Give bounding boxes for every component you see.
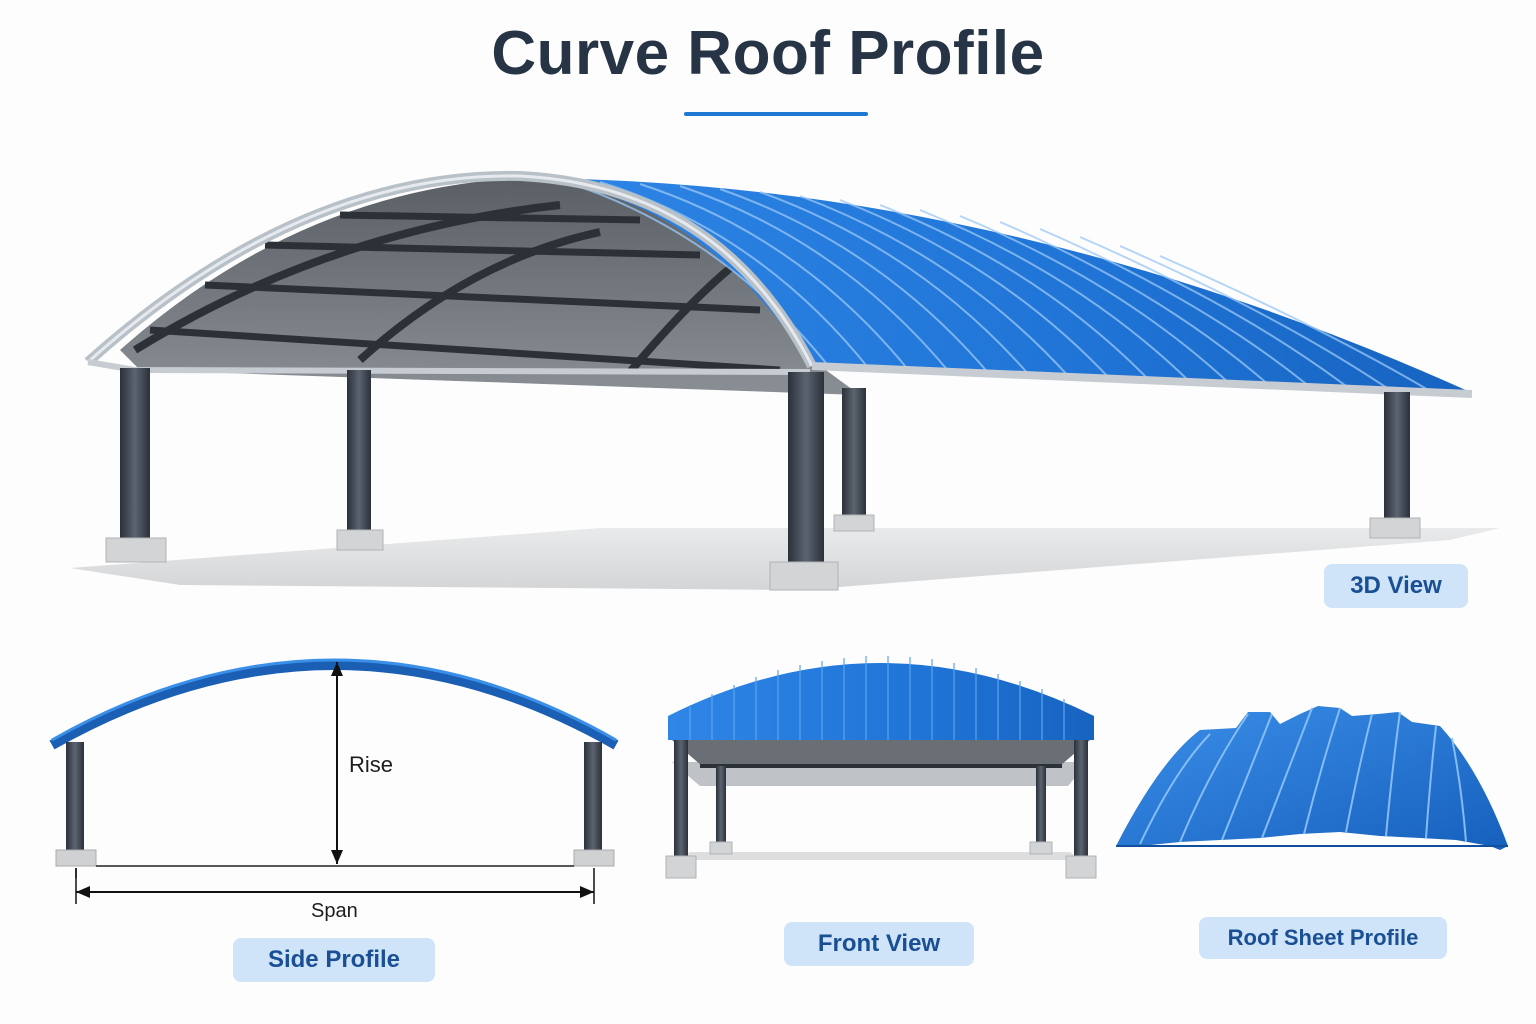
eave-edge — [811, 362, 1473, 398]
sheet-body — [1116, 706, 1508, 850]
label-3d-view: 3D View — [1324, 564, 1468, 608]
floor-slab — [70, 528, 1500, 590]
side-roof-arc — [49, 660, 619, 750]
3d-view-illustration — [70, 170, 1500, 591]
side-right-column — [584, 742, 602, 852]
side-left-column — [66, 742, 84, 852]
front-view-illustration — [665, 656, 1097, 879]
rafters — [132, 201, 743, 375]
title-underline — [684, 112, 868, 116]
rise-label: Rise — [349, 752, 394, 777]
label-roof-sheet-profile: Roof Sheet Profile — [1199, 917, 1447, 959]
roof-sheet-illustration — [1116, 706, 1508, 850]
columns — [105, 368, 1421, 591]
span-label: Span — [311, 900, 358, 922]
front-roof-ribs — [689, 656, 1065, 740]
roof-top-surface — [520, 178, 1470, 392]
roof-ribs — [559, 179, 1431, 392]
front-roof — [668, 663, 1094, 740]
sheet-ridges — [1139, 707, 1467, 845]
label-side-profile: Side Profile — [233, 938, 435, 982]
front-underside — [672, 740, 1090, 766]
side-profile-illustration — [49, 658, 619, 904]
label-front-view: Front View — [784, 922, 974, 966]
page-title: Curve Roof Profile — [491, 19, 1045, 88]
